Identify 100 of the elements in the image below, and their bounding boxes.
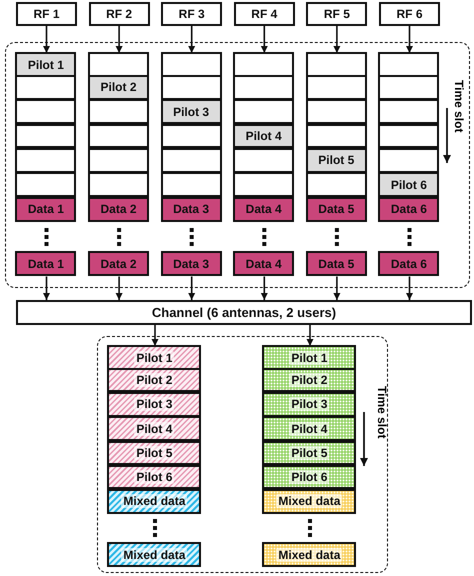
cell-label: Pilot 1: [28, 58, 64, 72]
cell-label: Mixed data: [276, 548, 342, 562]
cell-label: Pilot 4: [289, 422, 330, 436]
axis-label: Time slot: [375, 386, 389, 438]
data-cell: [306, 196, 367, 222]
cell-label: RF 4: [251, 7, 278, 21]
pilot-cell: [107, 368, 202, 392]
time-slot-cell: [15, 99, 76, 124]
data-cell: [88, 251, 149, 276]
arrow: [188, 26, 196, 53]
cell-label: Pilot 3: [173, 104, 210, 119]
data-cell: [160, 251, 222, 276]
mixed-data-cell: [107, 542, 202, 567]
dashed-group-frame: [97, 336, 388, 573]
time-slot-cell: [15, 74, 76, 100]
cell-label: Data 4: [246, 202, 282, 216]
mixed-data-cell: [262, 542, 356, 567]
pilot-cell: [262, 345, 356, 370]
cell-label: RF 2: [106, 7, 132, 21]
pilot-cell: [107, 416, 202, 441]
cell-label: Pilot 5: [134, 446, 174, 460]
pilot-cell: [262, 440, 356, 466]
cell-label: Data 1: [28, 202, 64, 216]
cell-label: Pilot 2: [100, 80, 136, 94]
cell-label: Pilot 5: [289, 446, 330, 460]
rf-box: [16, 2, 77, 26]
time-slot-cell: [160, 52, 222, 78]
time-slot-cell: [15, 124, 76, 148]
time-slot-cell: [160, 124, 222, 148]
arrow: [306, 325, 314, 346]
time-slot-cell: [378, 148, 440, 173]
time-slot-cell: [306, 172, 367, 198]
pilot-cell: [107, 464, 202, 490]
pilot-cell: [107, 392, 202, 417]
time-slot-cell: [233, 99, 294, 124]
mixed-data-cell: [107, 489, 202, 514]
data-cell: [378, 251, 440, 276]
arrow: [151, 325, 159, 346]
time-slot-cell: [15, 148, 76, 173]
cell-label: Mixed data: [121, 494, 188, 508]
cell-label: Pilot 2: [134, 372, 174, 387]
axis-label: Time slot: [452, 80, 466, 132]
channel-box: [16, 300, 472, 325]
pilot-cell: [262, 464, 356, 490]
pilot-cell: [262, 392, 356, 417]
cell-label: Pilot 2: [289, 372, 330, 387]
time-slot-cell: [306, 52, 367, 78]
data-cell: [233, 196, 294, 222]
cell-label: Pilot 6: [134, 470, 174, 484]
cell-label: Pilot 1: [134, 350, 174, 365]
time-slot-cell: [378, 74, 440, 100]
arrow: [42, 276, 50, 300]
cell-label: Data 4: [246, 256, 282, 271]
pilot-cell: [262, 368, 356, 392]
pilot-cell: [306, 148, 367, 173]
arrow: [333, 276, 340, 300]
data-cell: [15, 196, 76, 222]
cell-label: Pilot 3: [289, 397, 330, 412]
pilot-cell: [378, 172, 440, 198]
cell-label: Pilot 5: [318, 153, 354, 168]
cell-label: Pilot 4: [134, 422, 174, 436]
arrow: [333, 26, 340, 53]
time-slot-cell: [88, 172, 149, 198]
pilot-cell: [160, 99, 222, 124]
time-slot-cell: [233, 74, 294, 100]
cell-label: RF 6: [396, 7, 422, 21]
cell-label: Data 3: [173, 202, 210, 216]
pilot-cell: [88, 74, 149, 100]
data-cell: [160, 196, 222, 222]
time-slot-cell: [233, 172, 294, 198]
time-slot-cell: [160, 148, 222, 173]
time-slot-cell: [88, 148, 149, 173]
time-slot-cell: [88, 124, 149, 148]
time-slot-cell: [233, 148, 294, 173]
arrow: [188, 276, 196, 300]
time-slot-cell: [15, 172, 76, 198]
cell-label: Pilot 3: [134, 397, 174, 412]
pilot-cell: [262, 416, 356, 441]
pilot-cell: [107, 345, 202, 370]
arrow: [406, 276, 414, 300]
cell-label: Pilot 1: [289, 350, 330, 365]
arrow: [116, 276, 123, 300]
mixed-data-cell: [262, 489, 356, 514]
arrow: [406, 26, 414, 53]
cell-label: Data 5: [318, 202, 354, 216]
data-cell: [306, 251, 367, 276]
arrow: [260, 26, 268, 53]
cell-label: Data 3: [173, 256, 210, 271]
rf-box: [379, 2, 440, 26]
data-cell: [233, 251, 294, 276]
data-cell: [88, 196, 149, 222]
cell-label: Data 6: [390, 256, 427, 271]
arrow: [42, 26, 50, 53]
time-slot-cell: [378, 99, 440, 124]
cell-label: Data 6: [390, 202, 427, 216]
cell-label: Pilot 6: [390, 178, 427, 192]
data-cell: [378, 196, 440, 222]
pilot-cell: [233, 124, 294, 148]
cell-label: RF 5: [324, 7, 350, 21]
time-slot-cell: [88, 52, 149, 78]
